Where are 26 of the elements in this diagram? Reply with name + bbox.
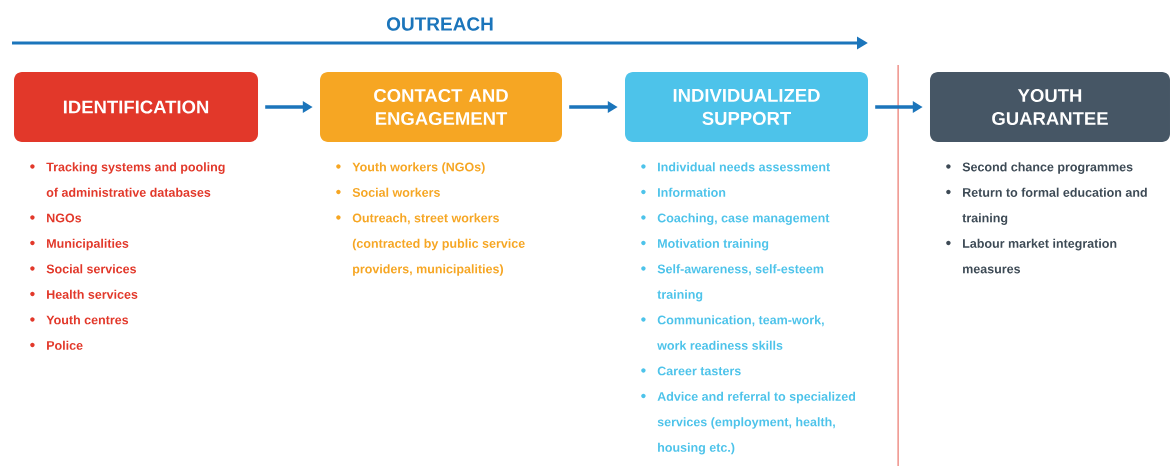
list-item: Return to formal education and training — [946, 187, 1147, 225]
process-box: YOUTH GUARANTEE — [930, 72, 1170, 142]
list-item: Tracking systems and pooling of administrative databases — [30, 162, 225, 197]
list-item: Career tasters — [641, 366, 741, 376]
list-item: Individual needs assessment — [641, 162, 830, 172]
arrow-label: OUTREACH — [386, 17, 493, 31]
list-item: Communication, team-work, work readiness skills — [641, 315, 824, 350]
process-box: INDIVIDUALIZED SUPPORT — [625, 72, 868, 142]
list-item: Second chance programmes — [946, 162, 1133, 174]
list-item: Advice and referral to specialized services (employment, health, housing etc.) — [641, 391, 856, 455]
list-item: Social services — [30, 264, 137, 274]
list-item: Municipalities — [30, 238, 129, 251]
list-item: Police — [30, 340, 83, 350]
list-item: Youth centres — [30, 315, 129, 325]
list-item: Outreach, street workers (contracted by public service providers, municipalities) — [336, 213, 525, 276]
list-item: Labour market integration measures — [946, 238, 1117, 274]
list-item: Social workers — [336, 187, 440, 197]
process-box: CONTACT AND ENGAGEMENT — [320, 72, 562, 142]
list-item: Health services — [30, 289, 138, 299]
list-item: Motivation training — [641, 238, 769, 251]
list-item: Information — [641, 187, 726, 197]
process-box: IDENTIFICATION — [14, 72, 258, 142]
list-item: Self-awareness, self-esteem training — [641, 264, 824, 302]
list-item: Coaching, case management — [641, 213, 830, 225]
list-item: Youth workers (NGOs) — [336, 162, 485, 174]
list-item: NGOs — [30, 213, 82, 223]
